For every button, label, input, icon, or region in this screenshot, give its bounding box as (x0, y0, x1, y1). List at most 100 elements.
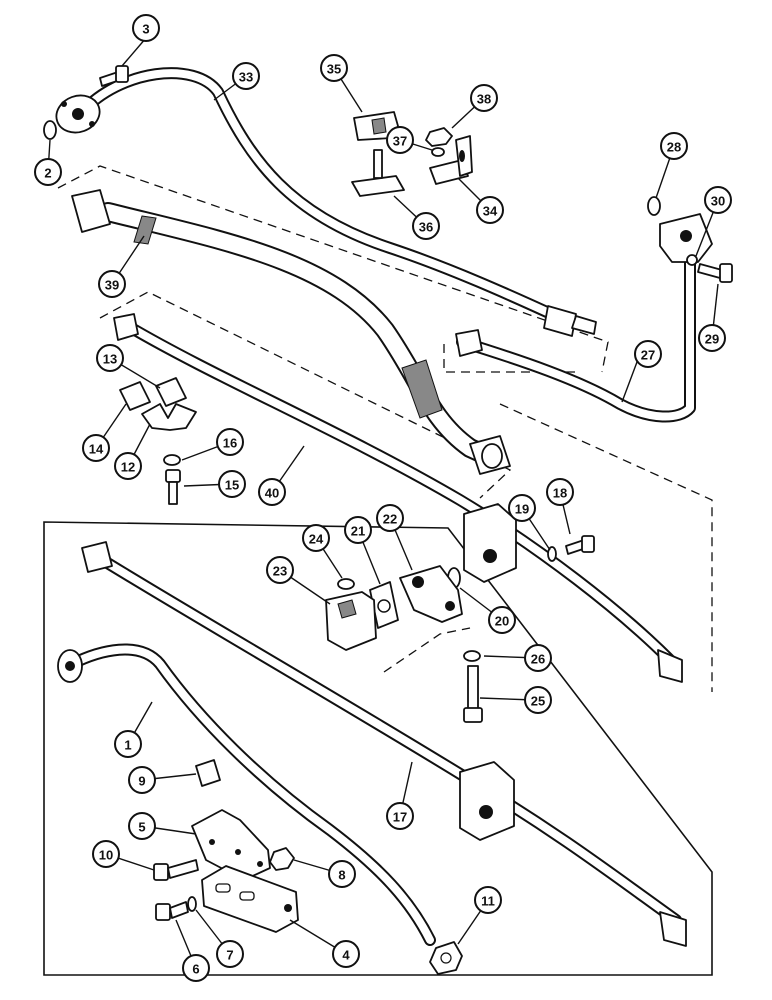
group-outline-manifold (383, 627, 471, 673)
callout-19: 19 (508, 494, 536, 522)
tube-33 (55, 67, 597, 337)
callout-22: 22 (376, 504, 404, 532)
callout-bubble (232, 62, 260, 90)
clamp-12 (141, 403, 197, 431)
tube-27 (455, 213, 713, 423)
callout-label: 24 (309, 532, 324, 547)
callout-bubble (376, 504, 404, 532)
callout-label: 19 (515, 502, 529, 517)
group-outline-tube-40 (99, 291, 512, 499)
callout-label: 11 (481, 894, 495, 909)
callout-36: 36 (412, 212, 440, 240)
bracket-5 (191, 809, 271, 881)
callout-30: 30 (704, 186, 732, 214)
callout-37: 37 (386, 126, 414, 154)
callout-label: 10 (99, 848, 113, 863)
callout-bubble (320, 54, 348, 82)
callout-1: 1 (114, 730, 142, 758)
callout-15: 15 (218, 470, 246, 498)
nut-11 (429, 941, 463, 975)
group-outline-tube-27 (443, 344, 713, 692)
callout-layer: 1234567891011121314151617181920212223242… (34, 14, 732, 982)
washer-19 (547, 546, 557, 562)
hose-39 (71, 189, 511, 475)
callout-bubble (114, 730, 142, 758)
callout-7: 7 (216, 940, 244, 968)
sleeve-9 (195, 759, 221, 787)
callout-label: 40 (265, 486, 279, 501)
callout-label: 9 (138, 774, 145, 789)
tube-40 (113, 313, 683, 683)
callout-bubble (634, 340, 662, 368)
callout-label: 14 (89, 442, 104, 457)
callout-bubble (128, 812, 156, 840)
o-ring-24 (337, 578, 355, 590)
callout-bubble (412, 212, 440, 240)
callout-label: 39 (105, 278, 119, 293)
washer-16 (163, 454, 181, 466)
callout-bubble (524, 686, 552, 714)
callout-13: 13 (96, 344, 124, 372)
callout-bubble (704, 186, 732, 214)
callout-21: 21 (344, 516, 372, 544)
callout-39: 39 (98, 270, 126, 298)
callout-label: 1 (124, 738, 131, 753)
callout-label: 6 (192, 962, 199, 977)
callout-9: 9 (128, 766, 156, 794)
clamp-half-35 (353, 111, 399, 141)
callout-label: 26 (531, 652, 545, 667)
callout-bubble (508, 494, 536, 522)
callout-5: 5 (128, 812, 156, 840)
callout-label: 29 (705, 332, 719, 347)
group-outline-hose-39 (57, 165, 609, 373)
callout-bubble (524, 644, 552, 672)
callout-bubble (218, 470, 246, 498)
callout-label: 16 (223, 436, 237, 451)
callout-bubble (386, 802, 414, 830)
leader-lines (47, 37, 719, 969)
callout-38: 38 (470, 84, 498, 112)
callout-label: 21 (351, 524, 365, 539)
callout-16: 16 (216, 428, 244, 456)
bolt-15 (165, 469, 181, 505)
callout-bubble (92, 840, 120, 868)
washer-26 (463, 650, 481, 662)
callout-label: 12 (121, 460, 135, 475)
callout-26: 26 (524, 644, 552, 672)
callout-label: 3 (142, 22, 149, 37)
callout-24: 24 (302, 524, 330, 552)
callout-27: 27 (634, 340, 662, 368)
clamp-half-36 (351, 149, 405, 197)
callout-bubble (132, 14, 160, 42)
sleeve-14 (119, 381, 151, 411)
bracket-4 (201, 865, 299, 933)
callout-bubble (182, 954, 210, 982)
callout-40: 40 (258, 478, 286, 506)
callout-bubble (698, 324, 726, 352)
callout-label: 18 (553, 486, 567, 501)
callout-label: 4 (342, 948, 350, 963)
callout-label: 33 (239, 70, 253, 85)
callout-label: 36 (419, 220, 433, 235)
callout-23: 23 (266, 556, 294, 584)
callout-bubble (114, 452, 142, 480)
nut-8 (269, 847, 295, 871)
callout-35: 35 (320, 54, 348, 82)
callout-bubble (258, 478, 286, 506)
callout-17: 17 (386, 802, 414, 830)
callout-label: 22 (383, 512, 397, 527)
callout-bubble (332, 940, 360, 968)
elbow-block-22 (399, 565, 463, 623)
callout-label: 17 (393, 810, 407, 825)
callout-bubble (488, 606, 516, 634)
sleeve-13 (155, 377, 187, 407)
nut-38 (425, 127, 453, 147)
callout-label: 37 (393, 134, 407, 149)
callout-label: 15 (225, 478, 239, 493)
callout-bubble (344, 516, 372, 544)
o-ring-2 (43, 120, 57, 140)
callout-label: 7 (226, 948, 233, 963)
callout-label: 27 (641, 348, 655, 363)
